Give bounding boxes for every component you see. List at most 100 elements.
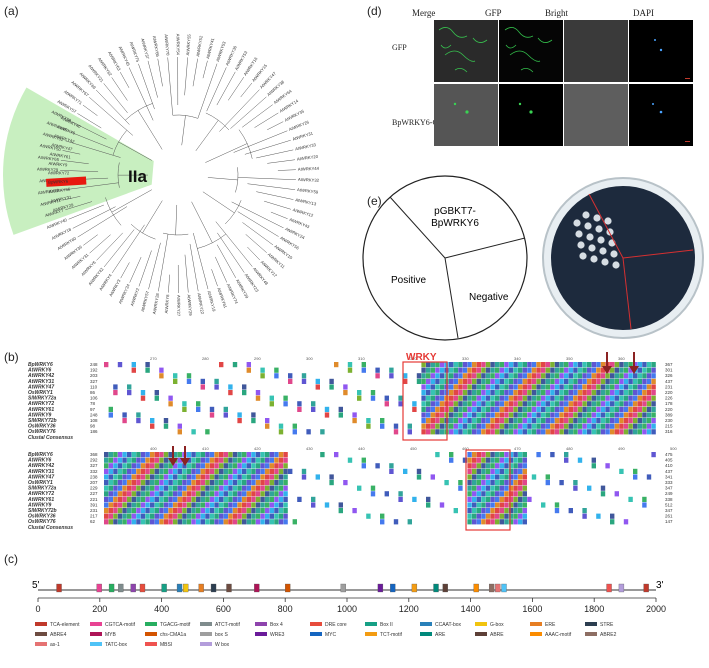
residue-cell <box>371 396 375 401</box>
residue-cell <box>196 480 200 485</box>
residue-cell <box>449 418 453 423</box>
residue-cell <box>532 390 536 395</box>
tree-leaf-label: AtWRKY70 <box>164 34 171 56</box>
residue-cell <box>559 407 563 412</box>
residue-cell <box>398 396 402 401</box>
residue-cell <box>141 514 145 519</box>
residue-cell <box>196 519 200 524</box>
residue-cell <box>454 390 458 395</box>
residue-cell <box>145 502 149 507</box>
tree-branch <box>112 225 144 273</box>
image-merge-bpwrky6 <box>434 84 498 146</box>
residue-cell <box>624 396 628 401</box>
residue-cell <box>624 368 628 373</box>
residue-cell <box>279 458 283 463</box>
residue-cell <box>279 463 283 468</box>
residue-cell <box>481 491 485 496</box>
residue-cell <box>398 497 402 502</box>
residue-cell <box>113 474 117 479</box>
residue-cell <box>247 508 251 513</box>
residue-cell <box>472 463 476 468</box>
residue-cell <box>210 469 214 474</box>
residue-cell <box>155 502 159 507</box>
residue-cell <box>256 491 260 496</box>
residue-cell <box>408 429 412 434</box>
residue-cell <box>104 458 108 463</box>
residue-cell <box>541 373 545 378</box>
residue-cell <box>509 384 513 389</box>
residue-cell <box>403 469 407 474</box>
residue-cell <box>500 373 504 378</box>
residue-cell <box>633 418 637 423</box>
legend-swatch <box>145 622 157 626</box>
residue-cell <box>237 452 241 457</box>
residue-cell <box>219 491 223 496</box>
residue-cell <box>458 384 462 389</box>
residue-cell <box>265 497 269 502</box>
residue-cell <box>467 486 471 491</box>
residue-cell <box>274 368 278 373</box>
residue-cell <box>504 373 508 378</box>
residue-cell <box>380 514 384 519</box>
residue-cell <box>173 486 177 491</box>
residue-cell <box>279 497 283 502</box>
residue-cell <box>150 469 154 474</box>
residue-cell <box>582 390 586 395</box>
residue-cell <box>132 497 136 502</box>
residue-cell <box>463 429 467 434</box>
residue-cell <box>592 429 596 434</box>
residue-cell <box>187 373 191 378</box>
residue-cell <box>518 480 522 485</box>
residue-cell <box>495 424 499 429</box>
residue-cell <box>633 401 637 406</box>
residue-cell <box>159 469 163 474</box>
residue-cell <box>132 491 136 496</box>
residue-cell <box>569 379 573 384</box>
residue-cell <box>592 396 596 401</box>
residue-cell <box>242 497 246 502</box>
residue-cell <box>513 384 517 389</box>
residue-cell <box>513 469 517 474</box>
residue-cell <box>182 508 186 513</box>
residue-cell <box>196 486 200 491</box>
residue-cell <box>210 452 214 457</box>
legend-label: MBSI <box>160 642 172 648</box>
residue-cell <box>509 362 513 367</box>
legend-swatch <box>35 622 47 626</box>
residue-cell <box>352 418 356 423</box>
residue-cell <box>371 491 375 496</box>
residue-cell <box>440 424 444 429</box>
residue-cell <box>127 497 131 502</box>
residue-cell <box>610 412 614 417</box>
wrky-label: WRKY <box>406 352 437 363</box>
residue-cell <box>155 390 159 395</box>
residue-cell <box>467 384 471 389</box>
residue-cell <box>109 458 113 463</box>
residue-cell <box>523 362 527 367</box>
residue-cell <box>592 368 596 373</box>
sequence-end: 249 <box>665 491 673 496</box>
residue-cell <box>164 418 168 423</box>
residue-cell <box>619 390 623 395</box>
residue-cell <box>136 491 140 496</box>
residue-cell <box>265 508 269 513</box>
sequence-end: 326 <box>665 373 673 378</box>
tree-branch <box>168 275 169 293</box>
residue-cell <box>242 480 246 485</box>
residue-cell <box>509 379 513 384</box>
residue-cell <box>205 469 209 474</box>
residue-cell <box>523 429 527 434</box>
residue-cell <box>187 497 191 502</box>
residue-cell <box>196 514 200 519</box>
residue-cell <box>214 491 218 496</box>
residue-cell <box>504 463 508 468</box>
residue-cell <box>504 514 508 519</box>
residue-cell <box>490 514 494 519</box>
residue-cell <box>500 401 504 406</box>
residue-cell <box>132 486 136 491</box>
sequence-start: 110 <box>90 384 98 389</box>
residue-cell <box>242 502 246 507</box>
residue-cell <box>573 390 577 395</box>
residue-cell <box>495 469 499 474</box>
residue-cell <box>647 407 651 412</box>
